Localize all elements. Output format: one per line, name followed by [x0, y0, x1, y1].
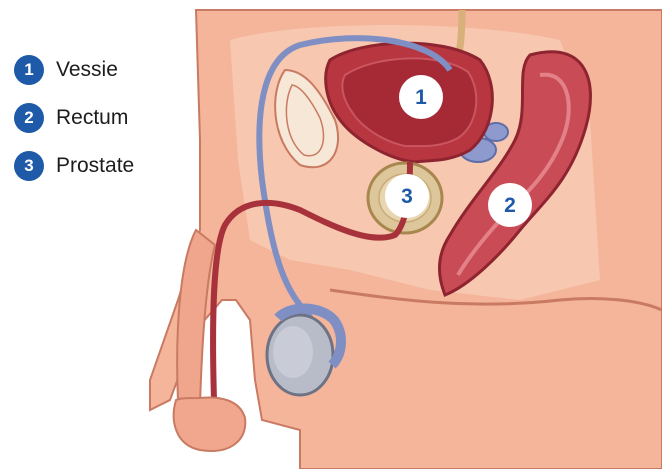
marker-number: 3 [401, 185, 413, 208]
marker-prostate: 3 [385, 174, 429, 218]
marker-bladder: 1 [399, 75, 443, 119]
marker-number: 2 [504, 194, 516, 217]
marker-rectum: 2 [488, 183, 532, 227]
marker-number: 1 [415, 86, 427, 109]
